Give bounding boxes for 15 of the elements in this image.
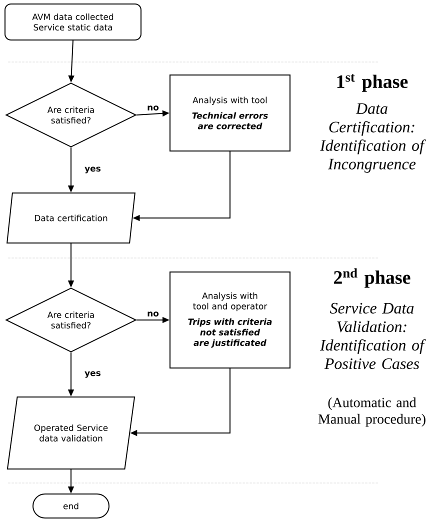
process-box: Analysis with tool Technical errors are corrected [170, 74, 290, 152]
phase-description: Service Data Validation: Identification of Positive Cases [320, 302, 426, 370]
phase-heading: 2$^{nd}$ phase [334, 268, 410, 288]
end-terminal: end [32, 494, 110, 518]
start-box: AVM data collected Service static data [4, 4, 142, 40]
edge-label: no [148, 312, 159, 316]
edge-label: yes [84, 166, 100, 174]
edge-label: yes [84, 371, 100, 378]
process-box: Analysis with tool and operator Trips with criteria not satisfied are justificated [170, 272, 290, 368]
data-parallelogram: Data certification [6, 192, 136, 244]
procedure-note: (Automatic and Manual procedure) [318, 397, 426, 427]
data-parallelogram: Operated Service data validation [6, 396, 136, 470]
phase-heading: 1$^{st}$ phase [337, 74, 408, 92]
edge-label: no [148, 106, 159, 110]
phase-description: Data Certification: Identification of Incongruence [320, 103, 426, 173]
